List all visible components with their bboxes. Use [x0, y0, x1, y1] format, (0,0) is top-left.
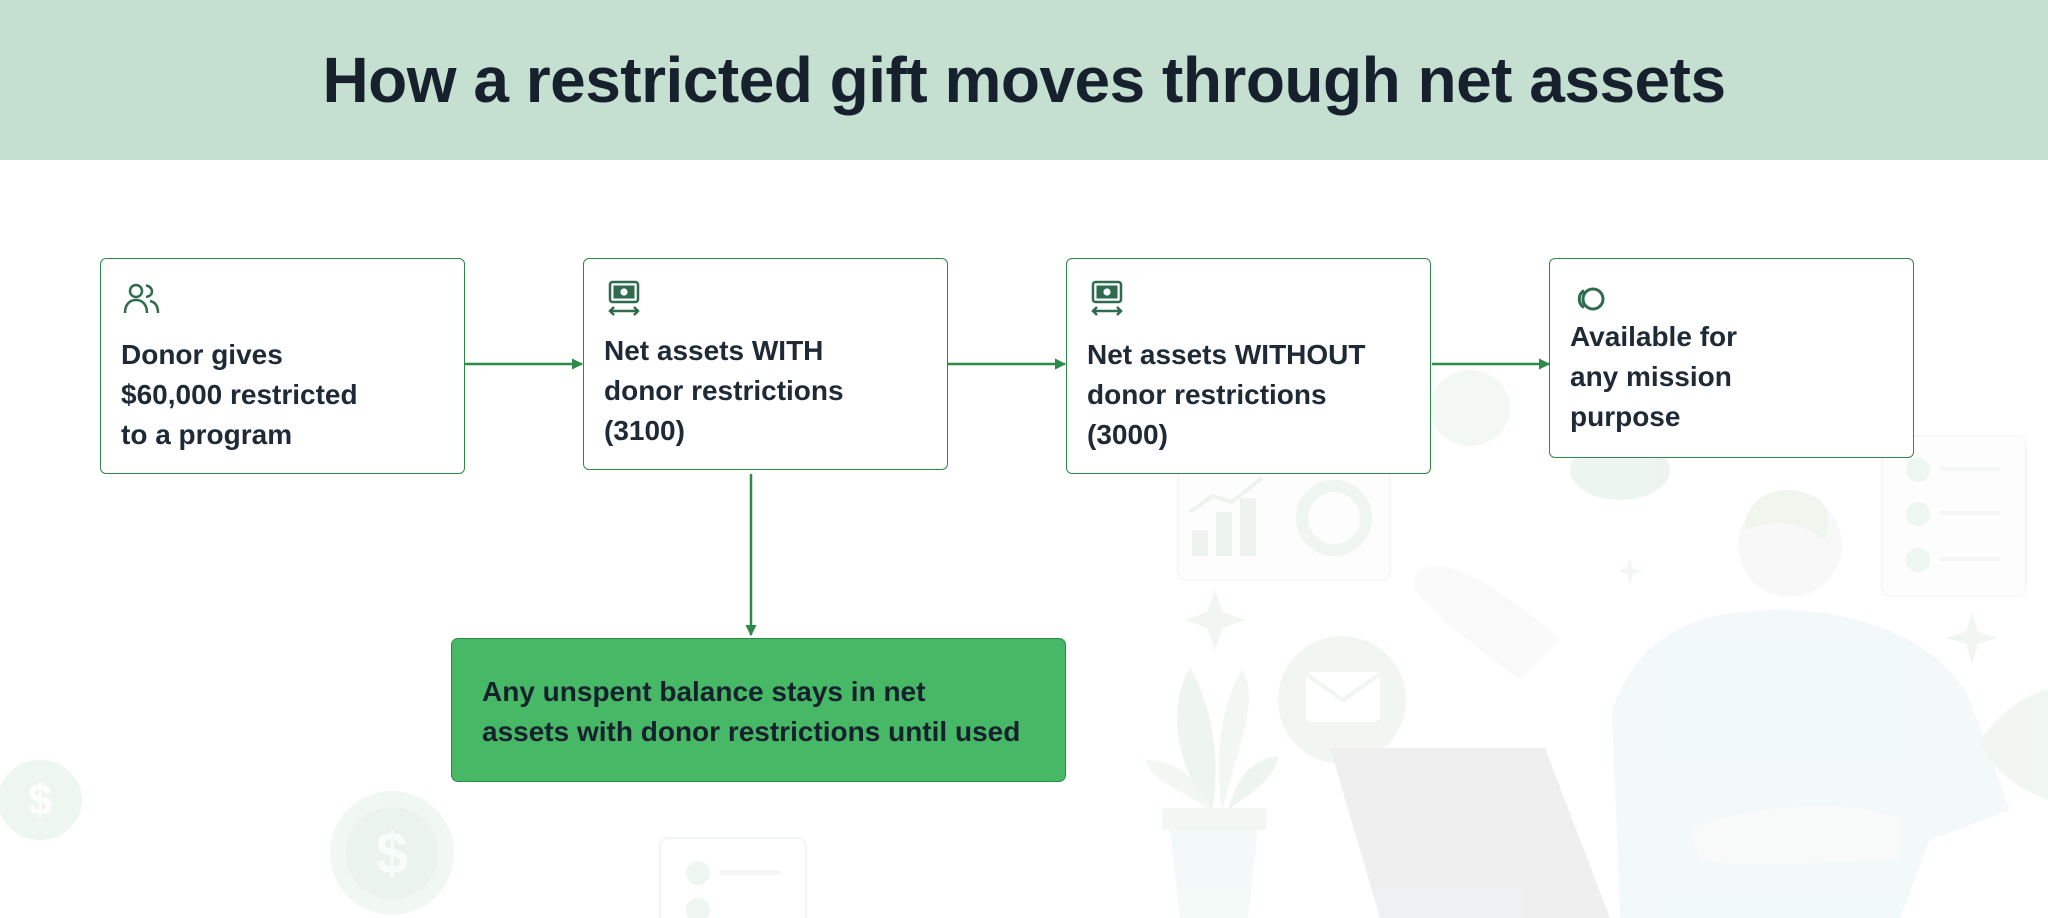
step-with-restrictions: Net assets WITH donor restrictions (3100…	[583, 258, 948, 470]
cash-icon	[1091, 280, 1123, 316]
unspent-balance-note: Any unspent balance stays in net assets …	[451, 638, 1066, 782]
checklist-card-icon	[659, 837, 807, 918]
dashboard-card-icon	[1177, 469, 1391, 581]
svg-text:$: $	[28, 776, 52, 825]
person-illustration	[1330, 490, 2048, 918]
background-illustration: $ $	[0, 370, 2048, 918]
people-icon	[123, 283, 160, 314]
page-title: How a restricted gift moves through net …	[322, 44, 1726, 116]
coins-icon	[1577, 287, 1605, 311]
step-label: Net assets WITHOUT donor restrictions (3…	[1087, 339, 1366, 450]
step-donor-gift: Donor gives $60,000 restricted to a prog…	[100, 258, 465, 474]
plant-icon	[1146, 668, 1278, 918]
checklist-card-icon	[1881, 435, 2027, 597]
cash-icon	[608, 280, 640, 316]
svg-text:$: $	[376, 821, 408, 886]
step-without-restrictions: Net assets WITHOUT donor restrictions (3…	[1066, 258, 1431, 474]
step-label: Available for any mission purpose	[1570, 321, 1738, 432]
message-icon	[1278, 636, 1406, 764]
coin-icon: $	[0, 760, 82, 840]
step-available: Available for any mission purpose	[1549, 258, 1914, 458]
header-banner	[0, 0, 2048, 160]
coin-icon: $	[330, 791, 454, 915]
note-label: Any unspent balance stays in net assets …	[482, 676, 1021, 747]
step-label: Donor gives $60,000 restricted to a prog…	[121, 339, 358, 450]
step-label: Net assets WITH donor restrictions (3100…	[604, 335, 844, 446]
